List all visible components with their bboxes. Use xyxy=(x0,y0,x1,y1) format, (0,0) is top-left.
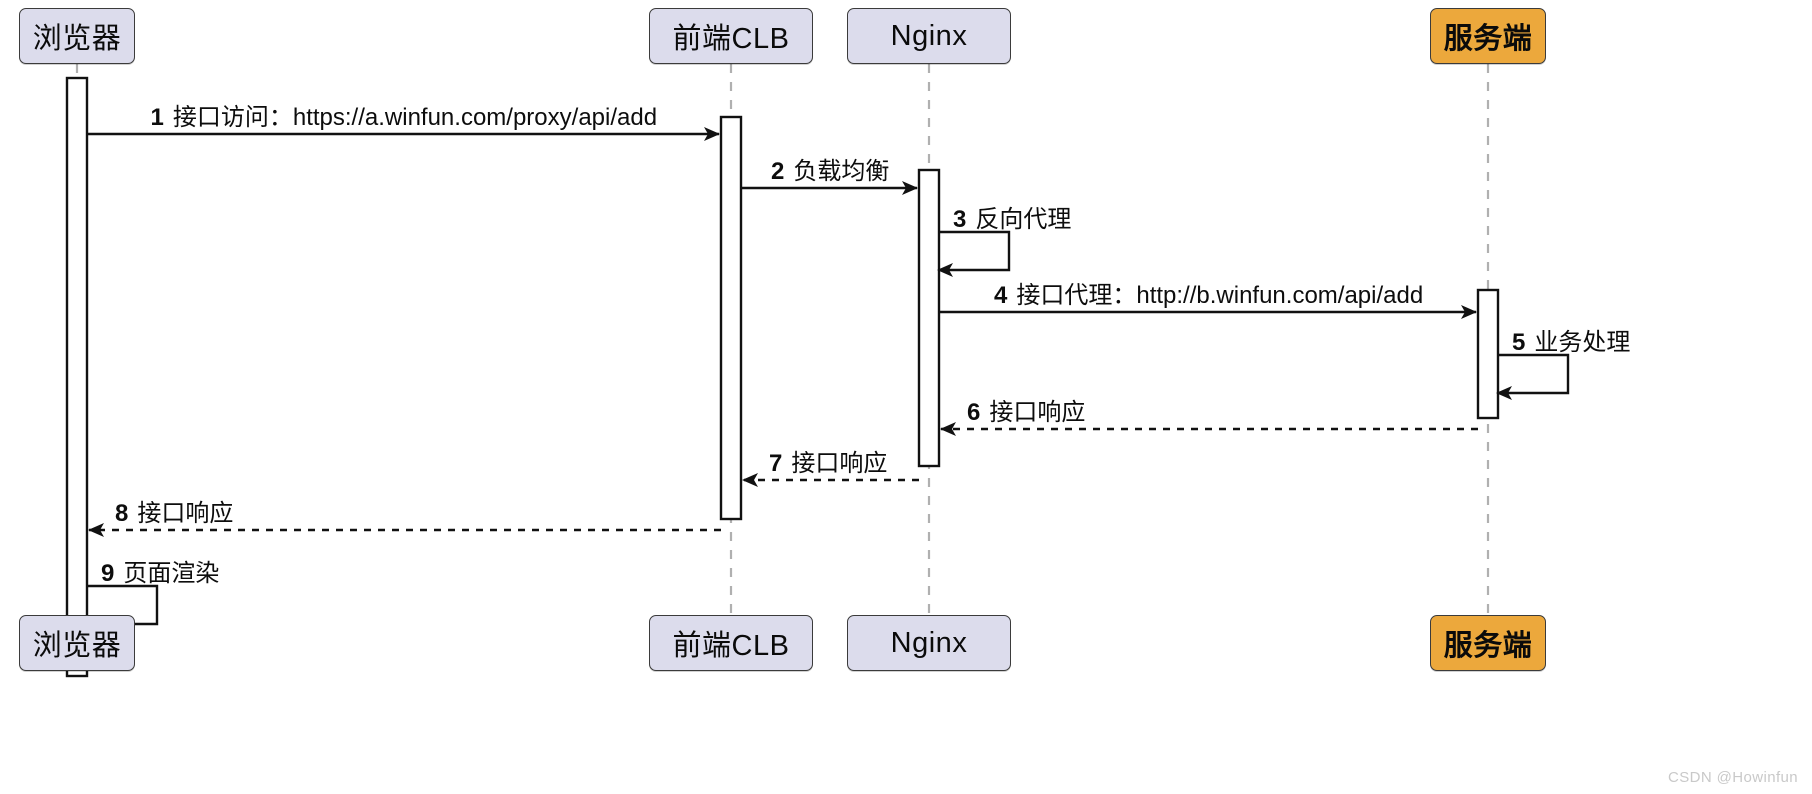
message-number: 5 xyxy=(1512,329,1526,356)
lifelines-group xyxy=(75,64,1490,615)
message-number: 8 xyxy=(115,500,129,527)
participant-server-top[interactable]: 服务端 xyxy=(1430,8,1546,64)
participant-browser-top[interactable]: 浏览器 xyxy=(19,8,135,64)
participant-nginx-bottom[interactable]: Nginx xyxy=(847,615,1011,671)
message-label-2: 2 负载均衡 xyxy=(771,160,889,184)
message-text: 负载均衡 xyxy=(793,158,890,185)
message-label-6: 6 接口响应 xyxy=(967,401,1085,425)
message-text: 业务处理 xyxy=(1534,329,1631,356)
message-label-8: 8 接口响应 xyxy=(115,502,233,526)
message-label-9: 9 页面渲染 xyxy=(101,562,219,586)
participant-label: 服务端 xyxy=(1443,630,1533,662)
message-label-1: 1 接口访问：https://a.winfun.com/proxy/api/add xyxy=(151,106,658,130)
message-number: 2 xyxy=(771,158,785,185)
participant-clb-top[interactable]: 前端CLB xyxy=(649,8,813,64)
message-text: 接口代理：http://b.winfun.com/api/add xyxy=(1016,282,1424,309)
message-number: 3 xyxy=(953,206,967,233)
message-arrow-3 xyxy=(937,230,1011,277)
participant-label: Nginx xyxy=(890,19,968,52)
watermark: CSDN @Howinfun xyxy=(1667,769,1798,786)
participant-label: 浏览器 xyxy=(32,23,122,55)
participant-label: Nginx xyxy=(890,626,968,659)
message-number: 7 xyxy=(769,450,783,477)
message-arrow-5 xyxy=(1496,353,1570,400)
participant-label: 浏览器 xyxy=(32,630,122,662)
message-number: 9 xyxy=(101,560,115,587)
participant-server-bottom[interactable]: 服务端 xyxy=(1430,615,1546,671)
message-label-5: 5 业务处理 xyxy=(1512,331,1630,355)
participant-label: 前端CLB xyxy=(672,23,790,55)
message-text: 接口响应 xyxy=(137,500,234,527)
message-text: 接口响应 xyxy=(791,450,888,477)
message-text: 接口响应 xyxy=(989,399,1086,426)
message-label-3: 3 反向代理 xyxy=(953,208,1071,232)
activation-bar-server xyxy=(1476,288,1500,420)
message-label-4: 4 接口代理：http://b.winfun.com/api/add xyxy=(994,284,1423,308)
message-number: 1 xyxy=(150,104,164,131)
activation-bar-nginx xyxy=(917,168,941,468)
participant-browser-bottom[interactable]: 浏览器 xyxy=(19,615,135,671)
message-label-7: 7 接口响应 xyxy=(769,452,887,476)
activation-bars-group xyxy=(65,76,1500,678)
participant-clb-bottom[interactable]: 前端CLB xyxy=(649,615,813,671)
message-text: 反向代理 xyxy=(975,206,1072,233)
message-number: 4 xyxy=(994,282,1008,309)
activation-bar-browser xyxy=(65,76,89,678)
participant-label: 服务端 xyxy=(1443,23,1533,55)
message-number: 6 xyxy=(967,399,981,426)
participant-nginx-top[interactable]: Nginx xyxy=(847,8,1011,64)
message-arrows-group xyxy=(85,127,1570,631)
activation-bar-clb xyxy=(719,115,743,521)
message-text: 接口访问：https://a.winfun.com/proxy/api/add xyxy=(172,104,658,131)
participant-label: 前端CLB xyxy=(672,630,790,662)
message-text: 页面渲染 xyxy=(123,560,220,587)
